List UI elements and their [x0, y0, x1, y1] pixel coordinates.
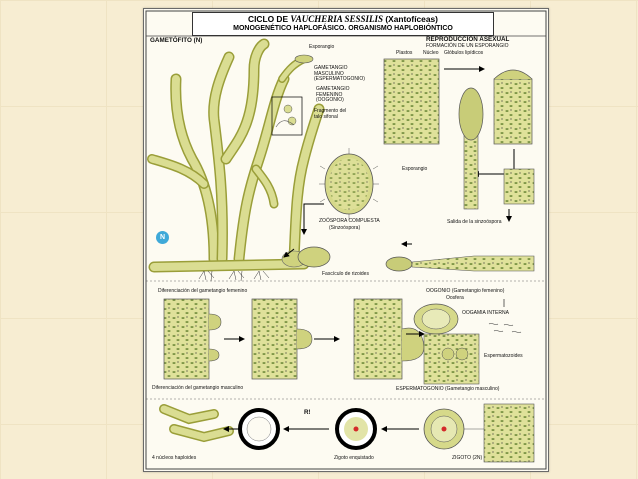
- label-thallus-fragment: Fragmento del talo sifonal: [314, 108, 347, 120]
- label-compound-zoospore: ZOÓSPORA COMPUESTA: [319, 218, 380, 224]
- label-oogonium: OOGONIO (Gametangio femenino): [426, 288, 505, 294]
- label-lipid-globules: Glóbulos lipídicos: [444, 50, 484, 56]
- label-nucleus: Núcleo: [423, 50, 439, 56]
- label-sporangium-mid: Esporangio: [402, 166, 428, 172]
- label-internal-oogamy: OOGAMIA INTERNA: [462, 310, 509, 316]
- diagram-subtitle: MONOGENÉTICO HAPLOFÁSICO. ORGANISMO HAPL…: [233, 25, 453, 32]
- label-meiosis: R!: [304, 409, 311, 416]
- detail-box: [271, 96, 303, 136]
- ploidy-badge: N: [156, 231, 169, 244]
- label-encysted-zygote: Zigoto enquistado: [334, 455, 374, 461]
- label-synzoospore-exit: Salida de la sinzoóspora: [447, 219, 502, 225]
- sporangium-formation-filaments: [383, 58, 535, 222]
- label-oosphere: Oosfera: [446, 295, 464, 301]
- gametangia-differentiation: [163, 298, 522, 385]
- label-synzoospore: (Sinzoóspora): [329, 225, 361, 231]
- label-zygote: ZIGOTO (2N): [452, 455, 483, 461]
- zygote-sequence: [159, 403, 535, 463]
- label-sporangium-top: Esporangio: [309, 44, 335, 50]
- rhizoids: [198, 270, 270, 282]
- label-female-differentiation: Diferenciación del gametangio femenino: [158, 288, 248, 294]
- label-haploid-nuclei: 4 núcleos haploides: [152, 455, 197, 461]
- synzoospore-exit: [385, 241, 535, 272]
- label-female-gametangium: GAMETANGIO FEMENINO (OOGONIO): [316, 86, 350, 104]
- diagram-plate: CICLO DE VAUCHERIA SESSILIS (Xantofíceas…: [143, 8, 549, 472]
- label-spermatogonium: ESPERMATOGONIO (Gametangio masculino): [396, 386, 500, 392]
- plate-border: [145, 10, 547, 470]
- life-cycle-drawing: [145, 10, 547, 470]
- label-male-differentiation: Diferenciación del gametangio masculino: [152, 385, 244, 391]
- asexual-heading: REPRODUCCIÓN ASEXUAL: [426, 36, 510, 43]
- label-spermatozoids: Espermatozoides: [484, 353, 523, 359]
- label-male-gametangium: GAMETANGIO MASCULINO (ESPERMATOGONIO): [314, 65, 365, 83]
- gametophyte-heading: GAMETÓFITO (N): [150, 37, 203, 44]
- diagram-title-box: CICLO DE VAUCHERIA SESSILIS (Xantofíceas…: [192, 12, 494, 36]
- gametophyte-thallus: [147, 38, 325, 273]
- label-plastids: Plastos: [396, 50, 413, 56]
- sporangium-formation-label: FORMACIÓN DE UN ESPORANGIO: [426, 43, 509, 49]
- compound-zoospore: [301, 148, 379, 235]
- label-rhizoid-bundle: Fascículo de rizoides: [322, 271, 369, 277]
- diagram-title: CICLO DE VAUCHERIA SESSILIS (Xantofíceas…: [248, 14, 438, 24]
